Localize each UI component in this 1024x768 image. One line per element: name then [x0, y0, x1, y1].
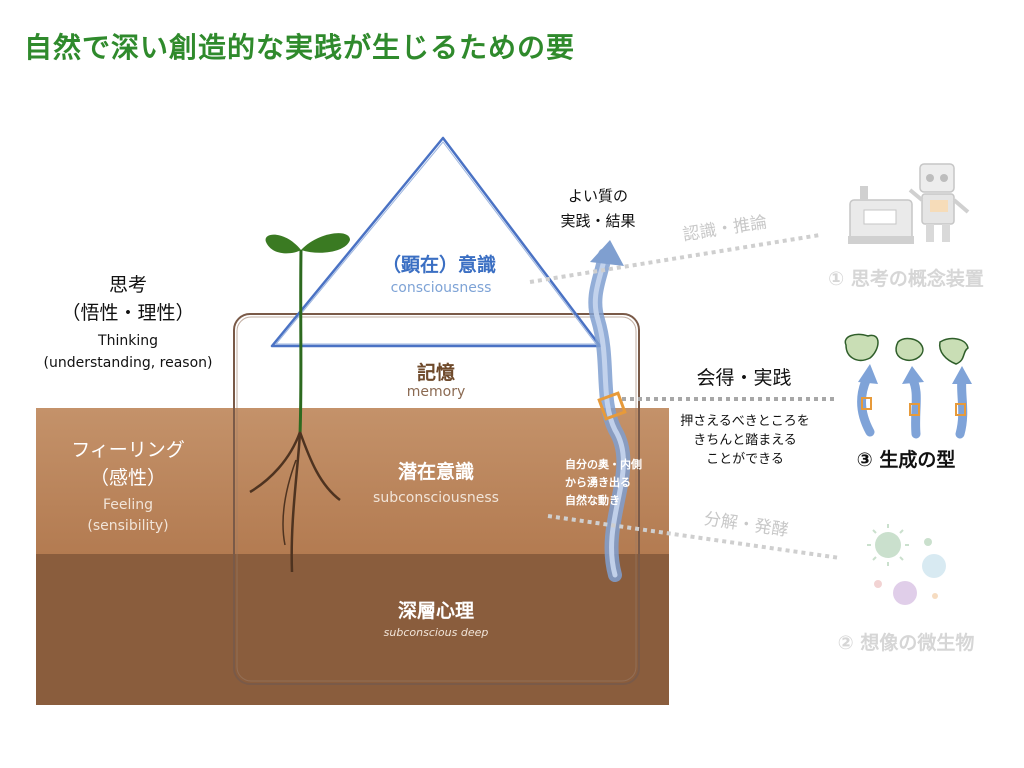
- microbes-label: ② 想像の微生物: [837, 632, 975, 654]
- concept-device-icon: [848, 163, 970, 244]
- thinking-sub: （悟性・理性）: [61, 302, 195, 324]
- decomposition-connector: [547, 514, 841, 560]
- sprout-icon: [249, 233, 350, 573]
- inner-movement-line2: から湧き出る: [565, 476, 631, 489]
- thinking-en: Thinking: [98, 333, 158, 349]
- result-sub: 実践・結果: [560, 212, 636, 230]
- generative-forms-icon: [844, 333, 972, 439]
- result-label: よい質の: [567, 187, 629, 205]
- consciousness-sub: consciousness: [390, 280, 492, 296]
- thinking-label: 思考: [108, 274, 148, 296]
- consciousness-triangle: [270, 136, 602, 348]
- inner-movement-line1: 自分の奥・内側: [565, 458, 642, 471]
- feeling-en: Feeling: [102, 497, 154, 513]
- recognition-connector: [529, 233, 821, 284]
- consciousness-label: （顕在）意識: [381, 254, 497, 276]
- practice-desc-line2: きちんと踏まえる: [693, 433, 797, 448]
- inner-movement-line3: 自然な動き: [565, 494, 620, 507]
- subconscious-sub: subconsciousness: [373, 490, 499, 506]
- subconscious-label: 潜在意識: [397, 461, 475, 483]
- page-title: 自然で深い創造的な実践が生じるための要: [24, 31, 576, 64]
- concept-device-label: ① 思考の概念装置: [828, 268, 984, 290]
- rising-arrow-icon: [588, 240, 631, 582]
- practice-desc-line1: 押さえるべきところを: [680, 414, 810, 429]
- mind-box: [233, 313, 640, 685]
- feeling-en-sub: (sensibility): [87, 518, 169, 534]
- thinking-en-sub: (understanding, reason): [43, 355, 213, 371]
- deep-sub: subconscious deep: [383, 626, 489, 639]
- practice-desc-line3: ことができる: [706, 452, 784, 467]
- practice-label: 会得・実践: [696, 367, 792, 389]
- feeling-label: フィーリング: [71, 439, 185, 461]
- forms-label: ③ 生成の型: [856, 449, 956, 471]
- deep-soil-layer: [36, 554, 669, 705]
- memory-sub: memory: [406, 384, 466, 400]
- subconscious-soil-layer: [36, 408, 669, 554]
- feeling-sub: （感性）: [89, 467, 167, 489]
- microbes-icon: [867, 524, 946, 605]
- deep-label: 深層心理: [397, 600, 475, 622]
- memory-label: 記憶: [416, 362, 456, 384]
